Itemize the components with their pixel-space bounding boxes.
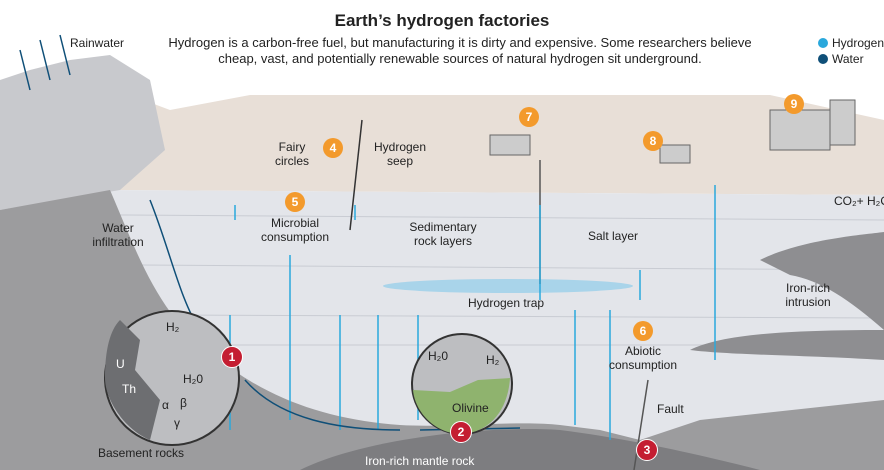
label-thorium: Th [122, 382, 137, 396]
legend-water: Water [818, 52, 864, 66]
hydrogen-dot-icon [818, 38, 828, 48]
badge-2: 2 [450, 421, 472, 443]
page-title: Earth’s hydrogen factories [334, 11, 550, 30]
label-hydrogen-trap: Hydrogen trap [468, 296, 545, 310]
label-sedimentary-layers: Sedimentary rock layers [409, 220, 477, 248]
water-dot-icon [818, 54, 828, 64]
surface [0, 70, 884, 195]
label-co2-h2o: CO₂+ H₂O [834, 194, 884, 208]
label-hydrogen-seep: Hydrogen seep [373, 140, 427, 168]
legend-label: Hydrogen [832, 36, 884, 50]
legend-label: Water [832, 52, 864, 66]
label-h2-right: H₂ [486, 353, 500, 367]
badge-8: 8 [643, 131, 663, 151]
label-fault: Fault [657, 402, 684, 416]
label-iron-rich-intrusion: Iron-rich intrusion [785, 281, 831, 309]
label-basement-rocks: Basement rocks [98, 446, 185, 460]
label-olivine: Olivine [452, 401, 489, 415]
intrusion-shape [760, 232, 884, 330]
badge-5: 5 [285, 192, 305, 212]
badge-7: 7 [519, 107, 539, 127]
layer-lines [119, 214, 884, 346]
label-h2o-right: H₂0 [428, 349, 448, 363]
label-salt-layer: Salt layer [588, 229, 639, 243]
label-gamma: γ [174, 416, 180, 430]
label-alpha: α [162, 398, 169, 412]
facilities [489, 99, 856, 164]
label-rainwater: Rainwater [70, 36, 125, 50]
label-beta: β [180, 396, 187, 410]
label-fairy-circles: Fairy circles [274, 140, 309, 168]
badge-3: 3 [636, 439, 658, 461]
legend-hydrogen: Hydrogen [818, 36, 884, 50]
label-h2-left: H₂ [166, 320, 180, 334]
label-microbial-consumption: Microbial consumption [260, 216, 330, 244]
badge-1: 1 [221, 346, 243, 368]
label-abiotic-consumption: Abiotic consumption [608, 344, 678, 372]
hydrogen-trap-shape [383, 279, 633, 293]
badge-4: 4 [323, 138, 343, 158]
label-uranium: U [116, 357, 125, 371]
label-h2o-left: H₂0 [183, 372, 203, 386]
subtitle: Hydrogen is a carbon-free fuel, but manu… [168, 35, 752, 66]
mountain [0, 55, 165, 210]
badge-6: 6 [633, 321, 653, 341]
label-mantle-rock: Iron-rich mantle rock [365, 454, 475, 468]
badge-9: 9 [784, 94, 804, 114]
label-water-infiltration: Water infiltration [92, 221, 144, 249]
